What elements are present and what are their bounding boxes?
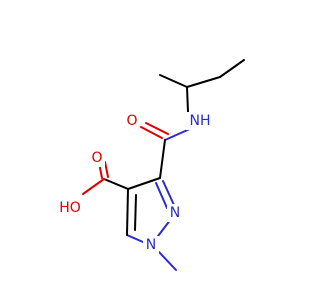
atom-label-bg	[124, 112, 140, 130]
acid-oh-label: HO	[59, 200, 81, 216]
bond-carbonyl-c3	[159, 139, 166, 179]
bond-carbonyl-o-b	[145, 122, 169, 135]
bond-c3-n2-b	[155, 182, 168, 209]
molecule-structure: NH O O HO N N	[56, 59, 245, 271]
bond-n1-c5	[126, 234, 144, 243]
atom-label-bg	[56, 199, 84, 217]
bond-cooh-co-b	[104, 161, 109, 178]
atom-label-bg	[167, 204, 183, 222]
bond-c5-c4-a	[126, 188, 129, 236]
ring-n1-label: N	[146, 237, 156, 253]
amide-nh-label: NH	[190, 113, 211, 129]
bond-c3-c4	[127, 177, 161, 190]
atom-label-bg	[186, 112, 214, 130]
bond-carbonyl-o-a	[140, 126, 163, 139]
ring-n2-label: N	[170, 205, 180, 221]
bond-n1-methyl	[158, 251, 177, 271]
bond-ch-nh	[186, 86, 189, 113]
acid-o-label: O	[91, 150, 102, 166]
bond-c5-c4-b	[134, 194, 137, 231]
bond-cooh-oh	[82, 178, 105, 195]
bond-c3-n2-a	[162, 180, 175, 206]
bond-ch2-ch	[186, 76, 221, 88]
atom-label-bg	[89, 149, 105, 167]
bond-ethyl-ch3-ch2	[219, 59, 245, 78]
bond-ch-methyl	[159, 74, 188, 88]
bond-c4-cooh	[103, 178, 129, 190]
amide-o-label: O	[126, 113, 137, 129]
atom-label-bg	[143, 236, 159, 254]
